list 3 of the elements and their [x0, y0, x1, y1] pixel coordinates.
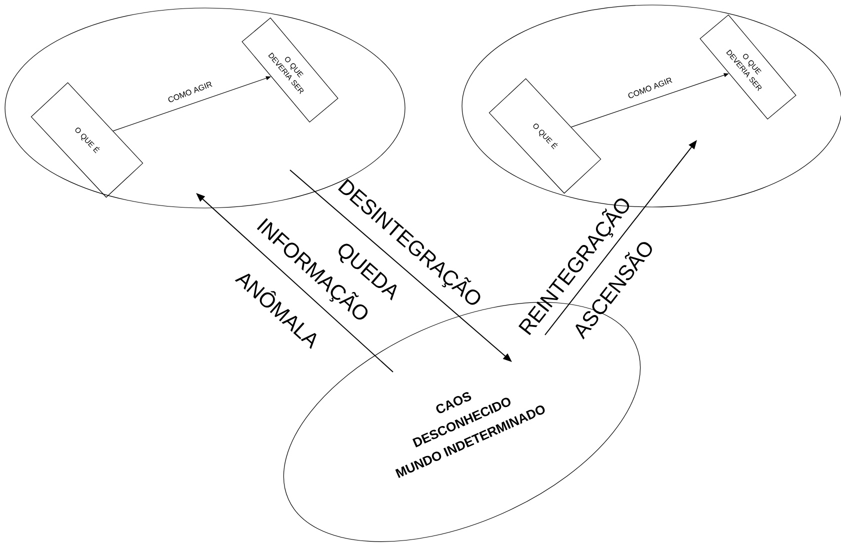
arrow: [112, 76, 271, 132]
edge-label: COMO AGIR: [628, 78, 672, 98]
edge-label: COMO AGIR: [168, 82, 212, 102]
